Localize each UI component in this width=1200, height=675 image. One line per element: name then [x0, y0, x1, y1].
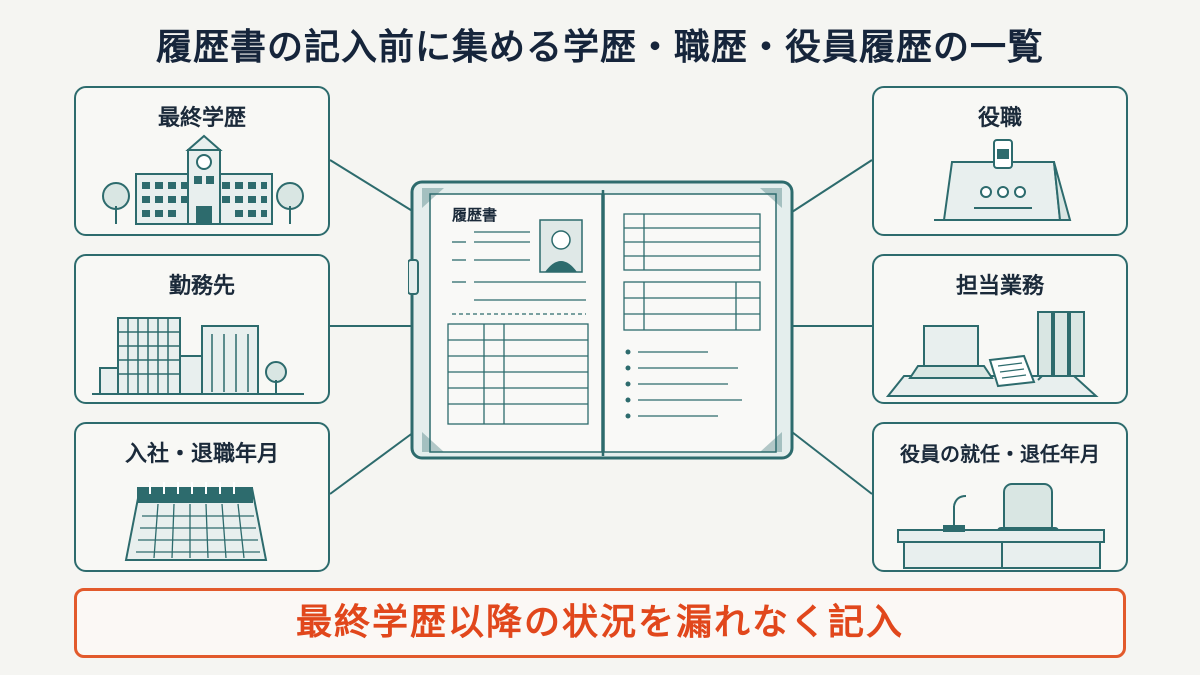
card-position-label: 役職 [977, 106, 1022, 131]
card-executive: 役員の就任・退任年月 [872, 422, 1128, 572]
name-badge-icon [934, 139, 1072, 221]
resume-heading: 履歴書 [452, 206, 498, 224]
card-join-leave: 入社・退職年月 [74, 422, 330, 572]
desk-laptop-binders-icon [885, 311, 1099, 397]
card-duties: 担当業務 [872, 254, 1128, 404]
page-title: 履歴書の記入前に集める学歴・職歴・役員履歴の一覧 [155, 27, 1044, 68]
card-employer-label: 勤務先 [168, 274, 235, 299]
calendar-icon [124, 482, 268, 561]
card-executive-label: 役員の就任・退任年月 [900, 442, 1100, 466]
office-desk-chair-icon [897, 483, 1105, 569]
resume-binder-illustration [408, 180, 794, 460]
card-duties-label: 担当業務 [955, 274, 1044, 299]
summary-banner: 最終学歴以降の状況を漏れなく記入 [74, 588, 1126, 658]
card-join-leave-label: 入社・退職年月 [124, 442, 279, 467]
card-education: 最終学歴 [74, 86, 330, 236]
card-position: 役職 [872, 86, 1128, 236]
school-icon [102, 134, 304, 225]
summary-banner-text: 最終学歴以降の状況を漏れなく記入 [295, 602, 904, 643]
office-buildings-icon [92, 317, 304, 395]
card-education-label: 最終学歴 [157, 106, 246, 131]
card-employer: 勤務先 [74, 254, 330, 404]
